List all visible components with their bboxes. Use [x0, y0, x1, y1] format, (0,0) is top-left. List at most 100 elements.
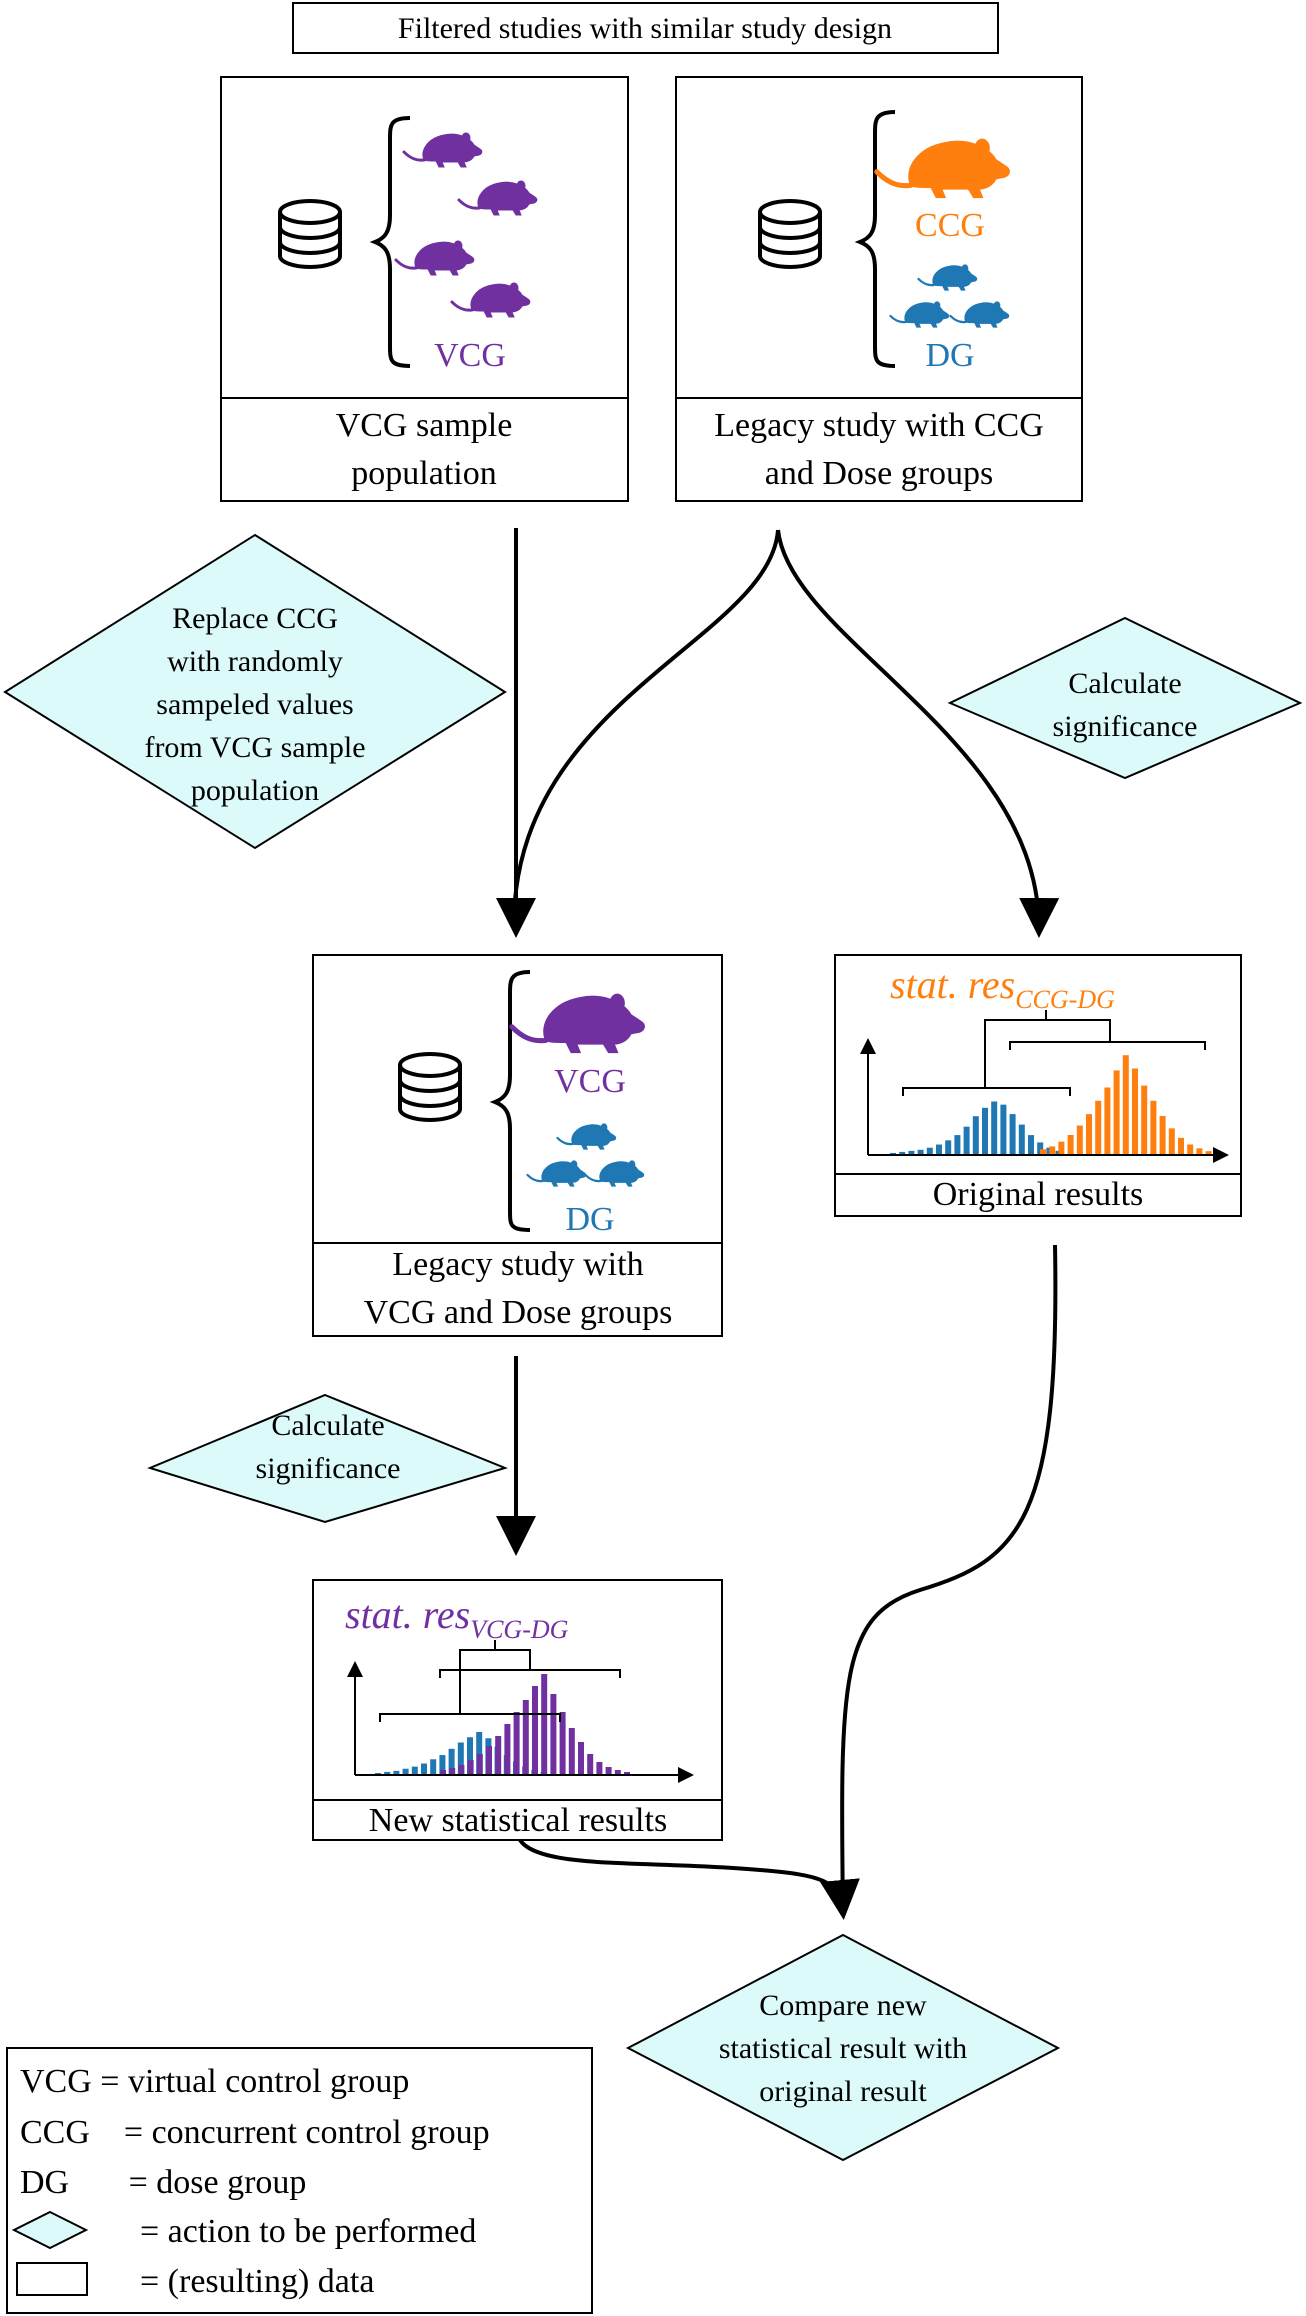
histogram-bar-dg: [430, 1759, 437, 1774]
histogram-bar-ccg: [1067, 1135, 1074, 1154]
vcg-group-label: VCG: [434, 337, 506, 374]
ccg-rat: [877, 140, 1009, 198]
header-box: [292, 2, 999, 54]
legend-dg: DG = dose group: [20, 2164, 306, 2201]
replace-line2: with randomly: [167, 645, 343, 678]
histogram-bar-dg: [963, 1126, 970, 1154]
histogram-bar-dg: [448, 1748, 455, 1774]
histogram-bar-vcg: [541, 1674, 548, 1774]
histogram-bar-ccg: [1049, 1146, 1056, 1154]
histogram-bar-ccg: [1132, 1068, 1138, 1154]
histogram-bar-ccg: [1086, 1114, 1092, 1154]
vcg-rats: [394, 131, 539, 319]
replace-line1: Replace CCG: [172, 602, 338, 635]
histogram-bar-vcg: [522, 1700, 529, 1774]
histogram-bar-ccg: [1168, 1128, 1175, 1154]
histogram-bar-dg: [439, 1755, 446, 1774]
histogram-bar-ccg: [1196, 1148, 1203, 1154]
dg-rats: [889, 263, 1010, 329]
new-histogram: [375, 1674, 630, 1774]
histogram-bar-vcg: [587, 1754, 594, 1774]
rat-icon: [949, 300, 1010, 329]
legend-diamond-icon: [11, 2210, 89, 2250]
ccg-group-label: CCG: [915, 207, 985, 244]
legend: VCG = virtual control group CCG = concur…: [6, 2047, 593, 2314]
histogram-bar-ccg: [1205, 1151, 1212, 1154]
legend-ccg: CCG = concurrent control group: [20, 2114, 490, 2151]
histogram-bar-vcg: [550, 1694, 557, 1774]
histogram-bar-vcg: [504, 1724, 511, 1774]
rat-icon: [877, 140, 1009, 198]
rat-icon: [584, 1159, 645, 1188]
histogram-bar-ccg: [1187, 1144, 1194, 1154]
action-compare: Compare new statistical result with orig…: [625, 1933, 1061, 2162]
new-stat-label: stat. resVCG-DG: [345, 1592, 569, 1644]
rat-icon: [402, 131, 484, 169]
histogram-bar-vcg: [532, 1686, 538, 1774]
histogram-bar-vcg: [449, 1768, 456, 1774]
legend-vcg: VCG = virtual control group: [20, 2063, 409, 2100]
vcg-sample-label-line1: VCG sample: [336, 407, 513, 444]
histogram-bar-vcg: [559, 1712, 566, 1774]
histogram-bar-dg: [890, 1152, 896, 1154]
compare-line2: statistical result with: [719, 2032, 967, 2065]
histogram-bar-dg: [393, 1770, 400, 1774]
calc-right-line1: Calculate: [1068, 667, 1181, 700]
histogram-bar-ccg: [1040, 1149, 1046, 1154]
legacy-dg-rats: [526, 1122, 645, 1188]
histogram-bar-ccg: [1076, 1125, 1083, 1154]
legend-box-icon: [16, 2262, 88, 2296]
histogram-bar-dg: [972, 1116, 979, 1154]
arrow-split-right: [776, 529, 1060, 938]
legacy-dg-group-label: DG: [565, 1201, 614, 1238]
histogram-bar-vcg: [476, 1754, 483, 1774]
histogram-bar-ccg: [1122, 1055, 1129, 1154]
histogram-bar-dg: [1037, 1142, 1044, 1154]
action-replace-ccg: Replace CCG with randomly sampeled value…: [3, 533, 507, 850]
histogram-bar-dg: [899, 1151, 906, 1154]
histogram-bar-vcg: [605, 1767, 612, 1774]
original-significance-bracket: [902, 1010, 1206, 1096]
histogram-bar-ccg: [1150, 1100, 1157, 1154]
brace-icon: [369, 116, 411, 368]
legacy-vcg-group-label: VCG: [554, 1063, 626, 1100]
histogram-bar-dg: [411, 1766, 418, 1774]
rat-icon: [556, 1122, 617, 1151]
compare-line3: original result: [759, 2075, 927, 2108]
histogram-bar-dg: [945, 1140, 952, 1154]
new-results-box: stat. resVCG-DG New statistical results: [312, 1579, 723, 1841]
vcg-rat-large: [512, 995, 644, 1053]
vcg-sample-box: VCG VCG sample population: [220, 76, 629, 502]
histogram-bar-dg: [1000, 1104, 1007, 1154]
histogram-bar-dg: [926, 1147, 933, 1154]
calc-right-line2: significance: [1053, 710, 1198, 743]
legacy-vcg-label-line2: VCG and Dose groups: [364, 1294, 673, 1331]
histogram-bar-vcg: [513, 1712, 520, 1774]
replace-line3: sampeled values: [156, 688, 353, 721]
histogram-bar-vcg: [495, 1736, 502, 1774]
database-icon: [758, 199, 822, 269]
histogram-bar-vcg: [458, 1765, 465, 1774]
original-results-caption: Original results: [933, 1176, 1144, 1213]
header-title: Filtered studies with similar study desi…: [398, 12, 892, 45]
calc-left-line1: Calculate: [271, 1409, 384, 1442]
histogram-bar-vcg: [568, 1728, 575, 1774]
rat-icon: [889, 300, 950, 329]
replace-line5: population: [191, 774, 319, 807]
histogram-bar-dg: [1028, 1135, 1034, 1154]
original-histogram: [890, 1055, 1212, 1154]
histogram-bar-vcg: [467, 1760, 474, 1774]
original-stat-label: stat. resCCG-DG: [890, 962, 1115, 1014]
histogram-bar-dg: [991, 1101, 998, 1154]
histogram-bar-ccg: [1159, 1116, 1166, 1154]
database-icon: [398, 1052, 462, 1122]
histogram-bar-ccg: [1095, 1100, 1102, 1154]
histogram-bar-dg: [375, 1772, 381, 1774]
original-results-box: stat. resCCG-DG Original results: [834, 954, 1242, 1217]
action-calc-left: Calculate significance: [147, 1393, 509, 1524]
histogram-bar-vcg: [614, 1770, 621, 1774]
legacy-ccg-label-line1: Legacy study with CCG: [714, 407, 1044, 444]
rat-icon: [450, 281, 532, 319]
